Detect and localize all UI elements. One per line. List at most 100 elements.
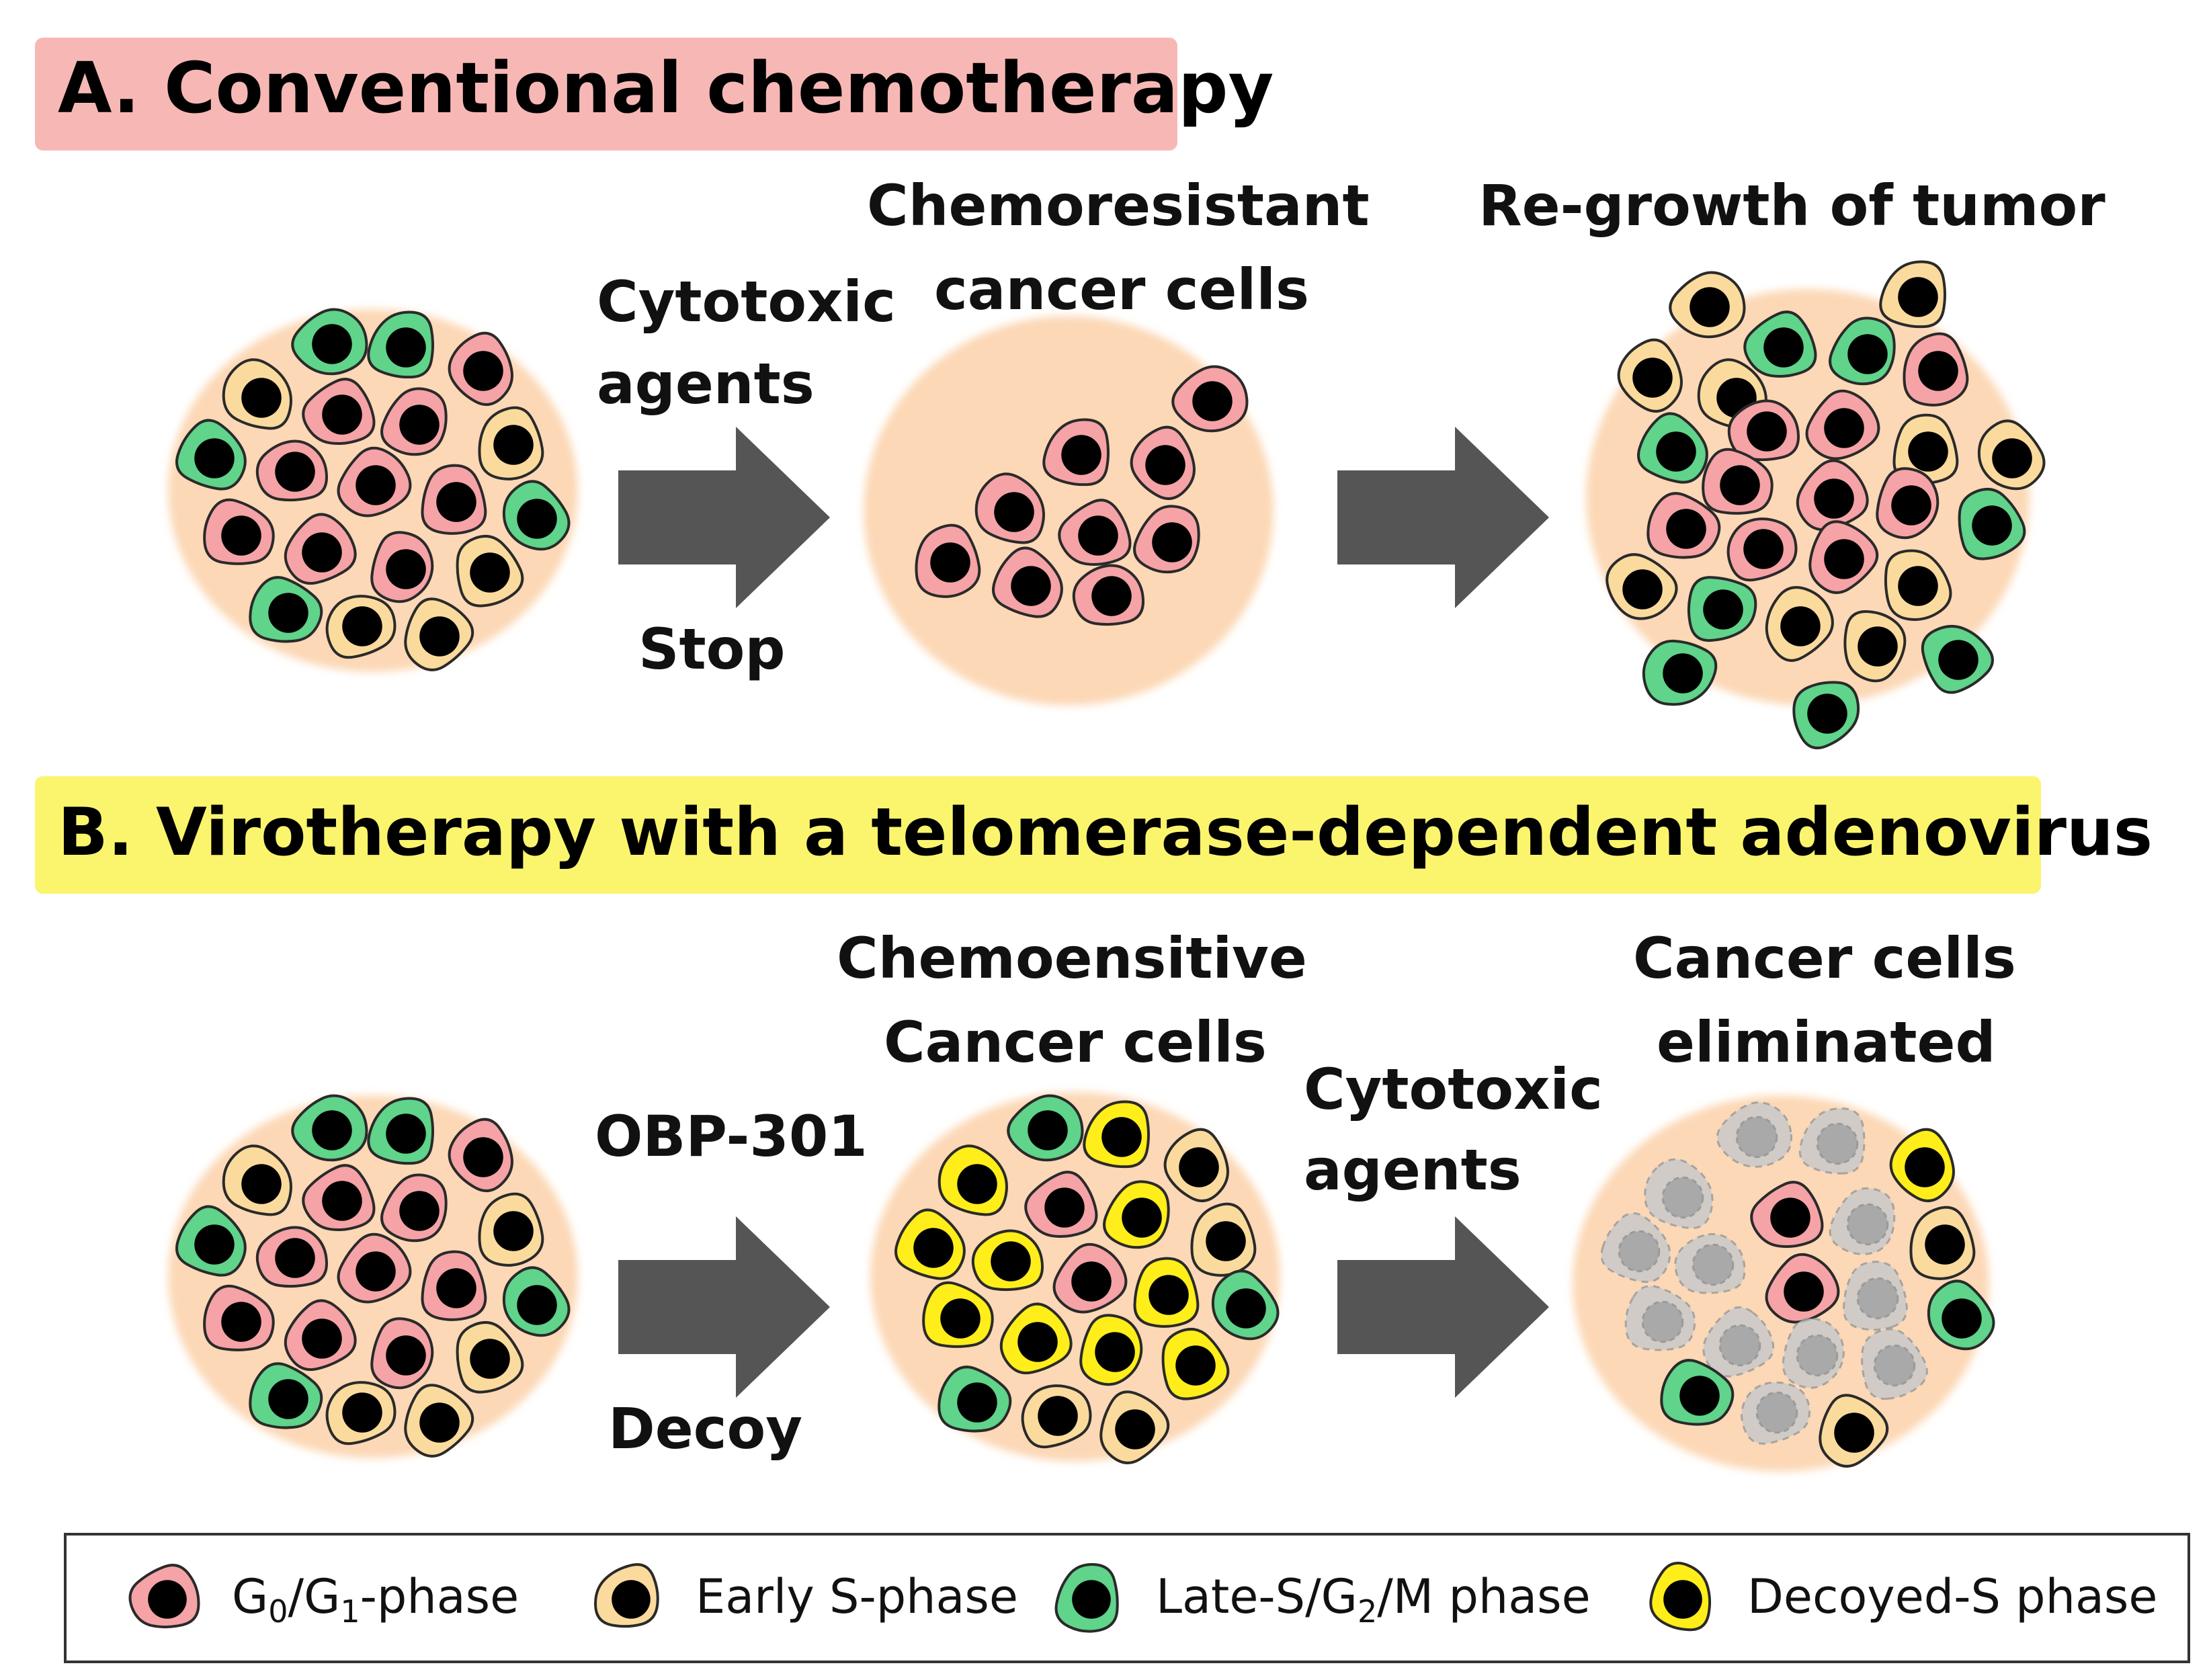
- cell-decoyed-s: [937, 1144, 1008, 1216]
- nucleus: [221, 515, 261, 556]
- cell-early-s: [1163, 1128, 1229, 1203]
- dead-nucleus: [1641, 1300, 1684, 1343]
- cell-decoyed-s: [1161, 1327, 1230, 1400]
- dead-nucleus: [1735, 1116, 1778, 1159]
- legend-late-label: Late-S/G2/M phase: [1156, 1569, 1591, 1630]
- cell-decoyed-s: [1103, 1180, 1170, 1249]
- nucleus: [493, 425, 534, 465]
- nucleus: [1720, 465, 1760, 505]
- legend-decoyed-label: Decoyed-S phase: [1747, 1569, 2157, 1624]
- cell-dead: [1674, 1233, 1746, 1294]
- tumor-background: [864, 316, 1274, 706]
- nucleus: [419, 616, 460, 657]
- stage-b2-label-line2: Cancer cells: [884, 1009, 1267, 1075]
- nucleus: [312, 1110, 352, 1150]
- arrow-b1: [618, 1216, 830, 1398]
- cell-g0g1: [448, 331, 513, 407]
- cell-late-s-g2-m: [367, 310, 434, 379]
- cell-g0g1: [1042, 418, 1110, 487]
- arrow-a1-label-line2: agents: [597, 351, 815, 417]
- cell-g0g1: [380, 1173, 448, 1243]
- cell-g0g1: [128, 1564, 200, 1629]
- cell-early-s: [478, 1192, 544, 1267]
- nucleus: [1044, 1187, 1085, 1228]
- nucleus: [463, 351, 503, 391]
- nucleus: [419, 1402, 460, 1443]
- nucleus: [1679, 1376, 1720, 1416]
- nucleus: [1091, 576, 1132, 616]
- nucleus: [1038, 1396, 1078, 1436]
- cell-early-s: [404, 597, 474, 671]
- cell-early-s: [1765, 586, 1834, 662]
- nucleus: [991, 1241, 1031, 1282]
- nucleus: [517, 499, 557, 539]
- cell-g0g1: [915, 523, 981, 598]
- cell-g0g1: [1024, 1171, 1098, 1238]
- cell-g0g1: [1058, 499, 1132, 566]
- stage-a2-label-line2: cancer cells: [934, 257, 1309, 323]
- arrow-b2-label-line2: agents: [1304, 1137, 1522, 1203]
- cell-early-s: [1099, 1390, 1170, 1464]
- nucleus: [1780, 606, 1821, 646]
- cell-g0g1: [255, 1226, 329, 1288]
- cell-late-s-g2-m: [1660, 1359, 1735, 1426]
- nucleus: [1814, 478, 1854, 519]
- legend-box: [64, 1533, 2190, 1663]
- legend-early-s-label: Early S-phase: [696, 1569, 1018, 1624]
- arrow-b2: [1337, 1216, 1549, 1398]
- nucleus: [1747, 411, 1787, 452]
- cell-g0g1: [1702, 448, 1774, 515]
- nucleus: [1192, 381, 1233, 421]
- cell-early-s: [222, 1144, 292, 1216]
- cell-dead: [1600, 1212, 1671, 1284]
- cell-late-s-g2-m: [291, 1094, 368, 1162]
- arrow-b1-below-label: Decoy: [608, 1396, 802, 1462]
- nucleus: [1703, 589, 1743, 630]
- nucleus: [612, 1580, 651, 1619]
- nucleus: [1690, 287, 1730, 327]
- cell-early-s: [325, 1381, 397, 1445]
- cell-dead: [1842, 1261, 1908, 1331]
- nucleus: [1898, 566, 1938, 606]
- nucleus: [1992, 438, 2032, 478]
- cell-dead: [1624, 1285, 1696, 1351]
- dead-nucleus: [1755, 1391, 1798, 1434]
- cell-g0g1: [421, 1250, 487, 1321]
- legend-g0g1-label: G0/G1-phase: [232, 1569, 519, 1630]
- nucleus: [322, 1181, 362, 1221]
- cell-dead: [1829, 1187, 1896, 1255]
- nucleus: [913, 1228, 954, 1268]
- cell-g0g1: [974, 472, 1045, 544]
- cell-g0g1: [380, 387, 448, 456]
- cell-late-s-g2-m: [1927, 1279, 1995, 1351]
- nucleus: [1101, 1117, 1142, 1157]
- cell-g0g1: [1796, 459, 1869, 532]
- cell-dead: [1644, 1158, 1714, 1229]
- cell-g0g1: [1133, 505, 1200, 574]
- nucleus: [194, 1224, 235, 1265]
- panel-a-title-bg: [35, 38, 1177, 151]
- cell-dead: [1861, 1328, 1928, 1400]
- dead-nucleus: [1846, 1203, 1889, 1246]
- cell-g0g1: [421, 464, 487, 535]
- cell-g0g1: [1052, 1243, 1128, 1314]
- cell-g0g1: [1765, 1253, 1840, 1324]
- nucleus: [1938, 640, 1978, 680]
- nucleus: [1115, 1409, 1155, 1450]
- nucleus: [1784, 1271, 1824, 1312]
- cell-late-s-g2-m: [291, 308, 368, 376]
- nucleus: [1807, 694, 1847, 734]
- cell-early-s: [1884, 549, 1952, 621]
- legend: G0/G1-phase Early S-phase Late-S/G2/M ph…: [64, 1533, 2190, 1663]
- nucleus: [1770, 1198, 1810, 1238]
- nucleus: [436, 1268, 476, 1308]
- cell-g0g1: [284, 513, 357, 585]
- cell-g0g1: [1805, 389, 1880, 460]
- nucleus: [1061, 435, 1101, 475]
- cell-late-s-g2-m: [1792, 681, 1860, 750]
- panel-a: A. Conventional chemotherapy Cytotoxic a…: [35, 38, 2106, 750]
- dead-nucleus: [1661, 1176, 1704, 1219]
- arrow-a1: [618, 427, 830, 608]
- nucleus: [1078, 515, 1118, 556]
